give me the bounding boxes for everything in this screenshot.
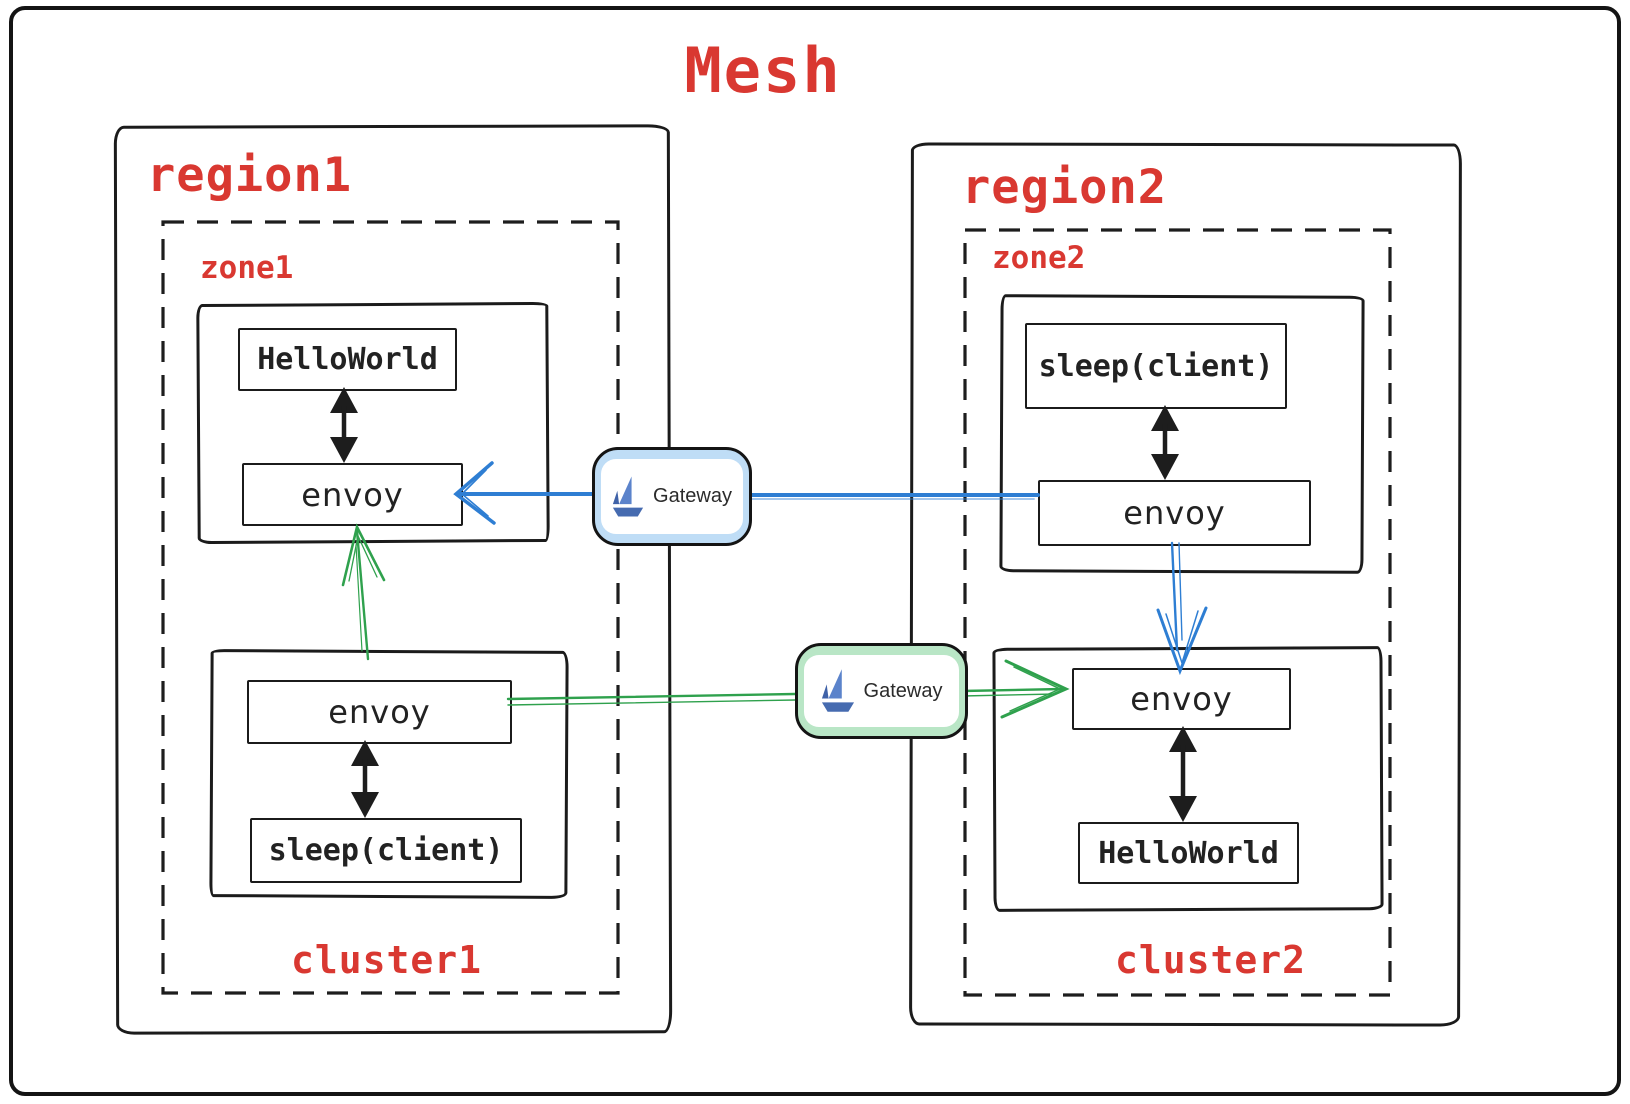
node-label: sleep(client) [1038, 348, 1274, 384]
gateway-south-inner: Gateway [804, 655, 959, 727]
cluster2-label: cluster2 [1115, 938, 1307, 982]
node-helloworld-zone1: HelloWorld [238, 328, 457, 391]
zone2-label: zone2 [992, 240, 1086, 276]
diagram-outer-border [9, 6, 1621, 1096]
region2-label: region2 [962, 160, 1168, 215]
diagram-title: Mesh [684, 34, 842, 107]
node-label: envoy [328, 693, 431, 731]
region1-label: region1 [147, 148, 353, 203]
region1-box [113, 124, 673, 1035]
gateway-label: Gateway [653, 485, 732, 507]
node-envoy-zone2: envoy [1038, 480, 1311, 546]
node-envoy-zone1: envoy [242, 463, 463, 526]
node-sleep-client-cluster1: sleep(client) [250, 818, 522, 883]
zone1-label: zone1 [200, 250, 294, 286]
gateway-north: Gateway [592, 447, 752, 546]
gateway-north-inner: Gateway [601, 459, 743, 534]
node-label: HelloWorld [257, 342, 438, 377]
node-envoy-cluster2: envoy [1072, 668, 1291, 730]
node-envoy-cluster1: envoy [247, 680, 512, 744]
istio-sailboat-icon [821, 669, 854, 712]
gateway-label: Gateway [863, 679, 943, 702]
node-label: HelloWorld [1098, 835, 1279, 871]
istio-sailboat-icon [612, 476, 644, 517]
cluster1-label: cluster1 [291, 938, 483, 982]
node-label: envoy [1130, 680, 1233, 718]
node-label: sleep(client) [268, 833, 504, 868]
gateway-south: Gateway [795, 643, 968, 739]
node-sleep-client-zone2: sleep(client) [1025, 323, 1287, 409]
node-label: envoy [301, 475, 404, 514]
node-helloworld-cluster2: HelloWorld [1078, 822, 1299, 884]
node-label: envoy [1123, 494, 1226, 532]
